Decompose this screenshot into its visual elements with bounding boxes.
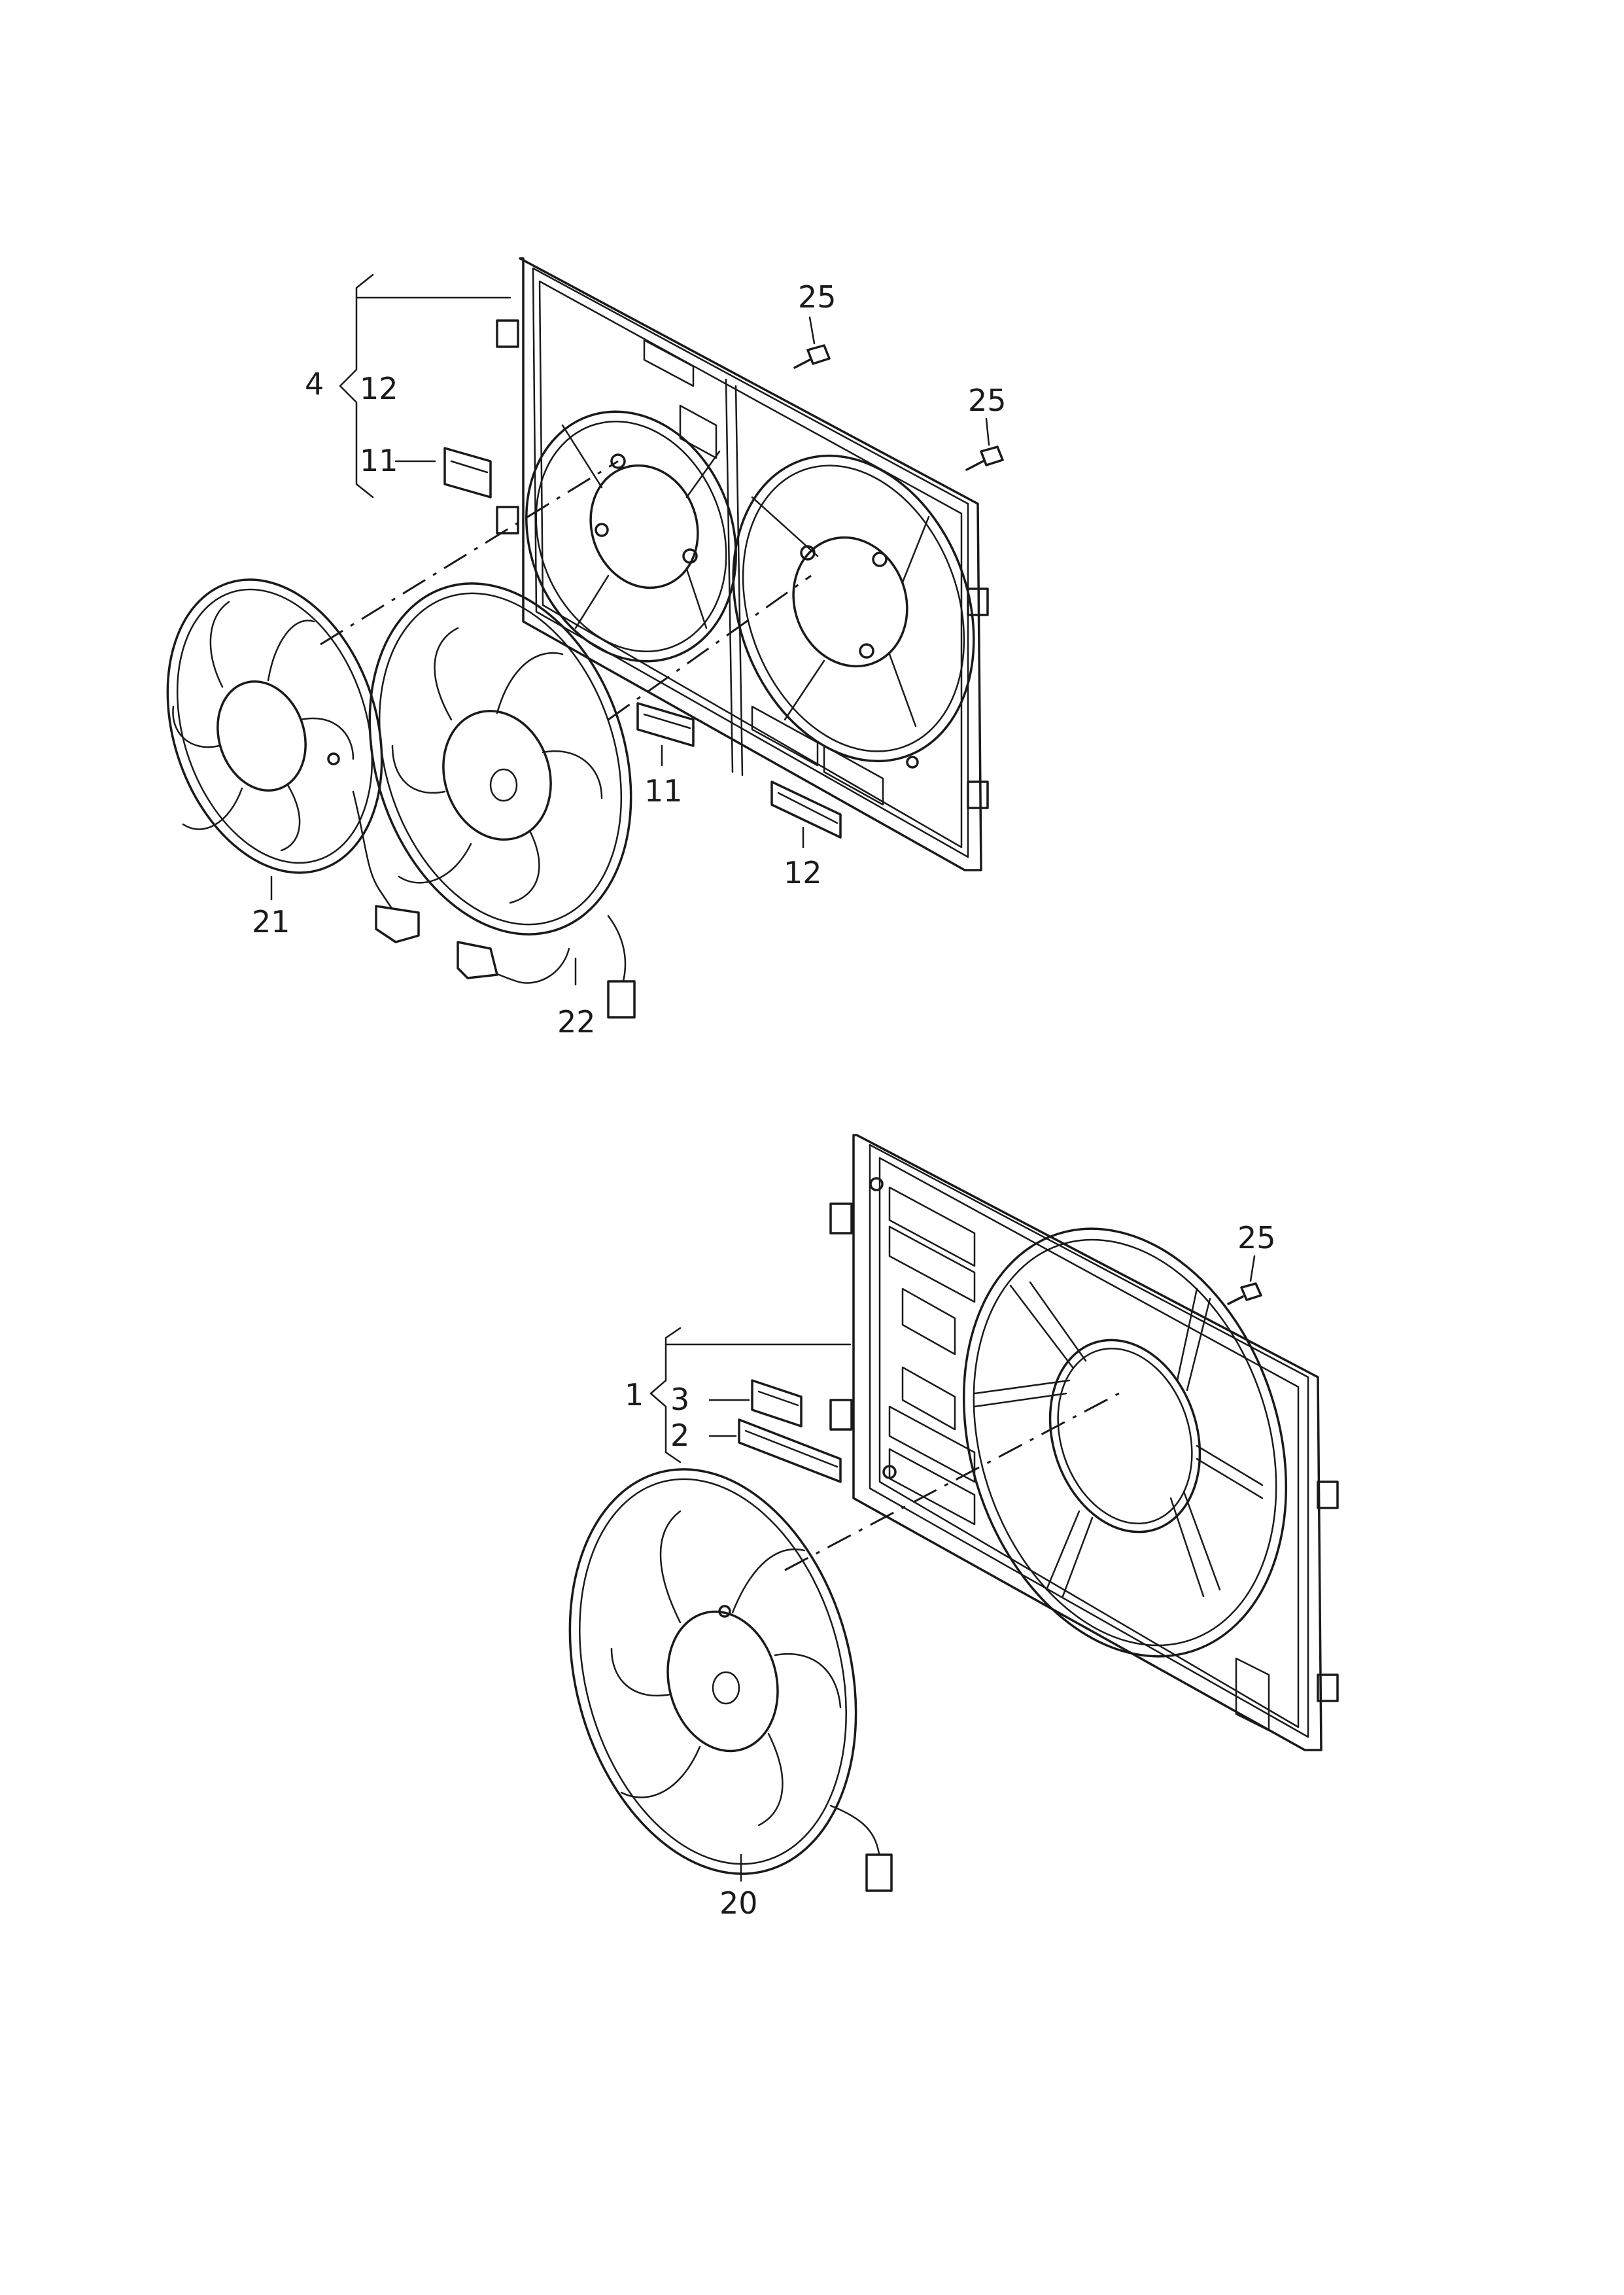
callout-1: 1 [625, 1377, 644, 1412]
callout-11-top: 11 [360, 443, 398, 478]
screw-25-c [1227, 1282, 1262, 1305]
callout-25-a: 25 [798, 279, 837, 315]
callout-12-top: 12 [360, 371, 398, 406]
screw-25-b [965, 446, 1004, 471]
seal-strip-11-top [443, 447, 492, 499]
fan-motor-20 [568, 1468, 893, 1892]
callout-25-b: 25 [968, 383, 1007, 418]
callout-11-mid: 11 [644, 773, 683, 809]
callout-bracket-1 [649, 1327, 852, 1463]
seal-strip-2 [738, 1418, 842, 1483]
single-fan-shroud [829, 1134, 1339, 1751]
callout-12-mid: 12 [784, 855, 822, 890]
seal-strip-11-mid [636, 702, 695, 747]
callout-4: 4 [305, 366, 324, 402]
callout-bracket-4 [339, 273, 511, 499]
callout-22: 22 [557, 1004, 596, 1040]
screw-25-a [793, 344, 831, 369]
seal-strip-3 [751, 1379, 803, 1428]
callout-21: 21 [252, 904, 290, 939]
callout-2: 2 [670, 1418, 689, 1453]
callout-25-c: 25 [1237, 1220, 1276, 1255]
twin-fan-shroud [496, 257, 989, 871]
seal-strip-12-mid [770, 780, 842, 839]
callout-20: 20 [719, 1885, 758, 1921]
callout-3: 3 [670, 1382, 689, 1417]
fan-motor-22 [368, 582, 636, 1019]
